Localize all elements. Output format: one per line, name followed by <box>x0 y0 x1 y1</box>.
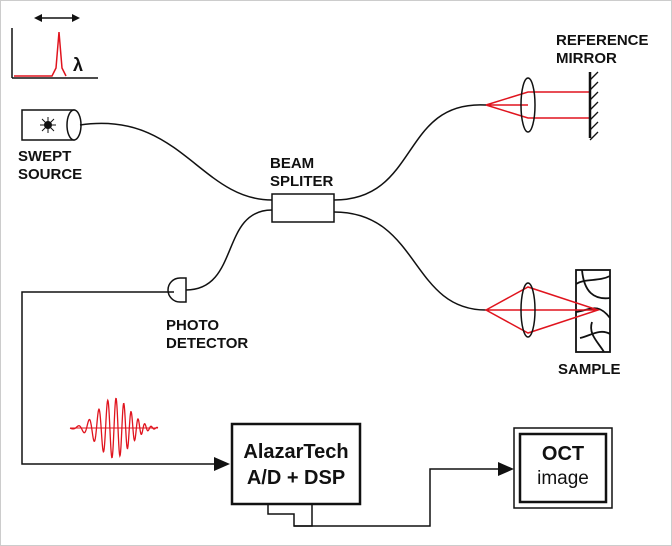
reference-lens-icon <box>520 77 536 133</box>
dsp-output-wire <box>294 468 500 527</box>
fiber-source <box>79 122 273 201</box>
photo-detector-icon <box>167 277 187 303</box>
arrow-to-oct-icon <box>498 462 514 476</box>
beam-splitter-box <box>271 193 335 223</box>
dsp-connector <box>267 504 313 527</box>
sample-beam <box>484 286 601 334</box>
spectrum-peak <box>14 31 67 77</box>
photo-detector-label-2: DETECTOR <box>166 335 249 352</box>
swept-source-icon <box>21 109 82 141</box>
waveform-trace <box>69 397 159 459</box>
sweep-arrow-icon <box>34 14 80 22</box>
reference-mirror-label-1: REFERENCE <box>556 32 649 49</box>
fiber-reference <box>333 104 487 201</box>
detector-signal-wire <box>21 291 214 465</box>
dsp-box-title: AlazarTech <box>243 441 349 463</box>
reference-arm <box>485 71 599 141</box>
lambda-symbol: λ <box>73 55 84 75</box>
beam-splitter-label-1: BEAM <box>270 155 315 172</box>
oct-box-inner <box>518 432 608 504</box>
swept-source-label-2: SOURCE <box>18 166 83 183</box>
fiber-sample <box>333 211 487 311</box>
arrow-to-dsp-icon <box>214 457 230 471</box>
optical-fibers <box>79 104 487 311</box>
fiber-detector <box>185 209 273 291</box>
oct-box-subtitle: image <box>537 468 589 489</box>
dsp-box <box>230 422 362 506</box>
photo-detector-label-1: PHOTO <box>166 317 220 334</box>
swept-source-label-1: SWEPT <box>18 148 72 165</box>
signal-wires <box>21 291 500 527</box>
beam-splitter-label-2: SPLITER <box>270 173 334 190</box>
dsp-box-subtitle: A/D + DSP <box>246 467 346 489</box>
reference-beam <box>485 91 590 119</box>
sample-lens-icon <box>520 282 536 338</box>
oct-box-title: OCT <box>541 443 585 465</box>
reference-mirror-icon <box>588 71 599 141</box>
sample-arm <box>484 269 611 353</box>
reference-mirror-label-2: MIRROR <box>556 50 617 67</box>
sample-label: SAMPLE <box>558 361 621 378</box>
spectrum-inset <box>11 14 98 79</box>
interference-signal <box>69 397 159 459</box>
